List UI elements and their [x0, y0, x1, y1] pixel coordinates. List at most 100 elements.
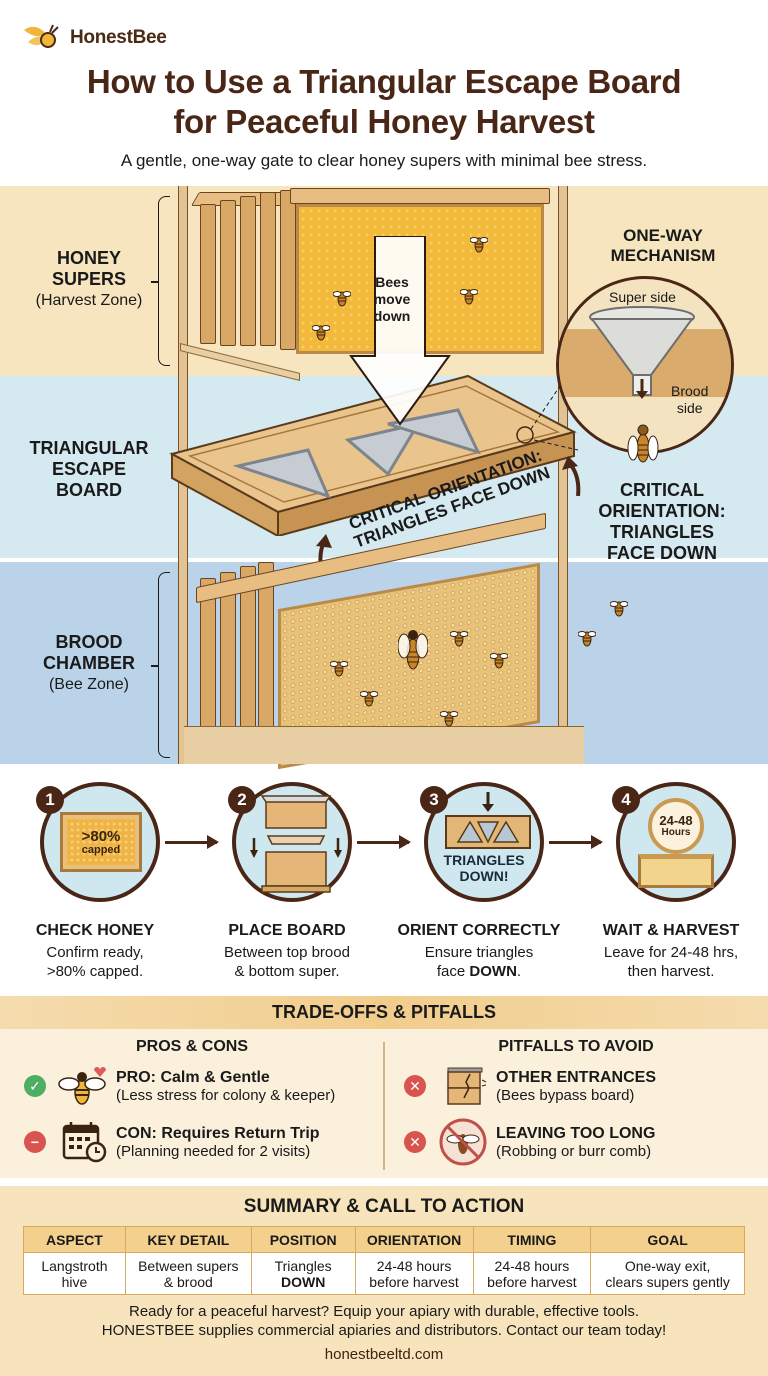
summary-section: SUMMARY & CALL TO ACTION ASPECT KEY DETA… [0, 1186, 768, 1376]
column-divider [383, 1042, 385, 1170]
summary-title: SUMMARY & CALL TO ACTION [243, 1196, 525, 1217]
down-arrow-icon [349, 236, 451, 426]
zone-label-line: BOARD [56, 480, 122, 500]
zone-label-line: ESCAPE [51, 459, 127, 479]
title-line-1: How to Use a Triangular Escape Board [86, 63, 682, 100]
brood-side-line: Brood [671, 383, 709, 399]
website-link[interactable]: honestbeeltd.com [324, 1346, 444, 1363]
brand-logo[interactable]: HonestBee [22, 22, 167, 54]
step-desc-line: face DOWN. [384, 962, 574, 981]
steps-section: >80% capped 1 CHECK HONEY Confirm ready,… [0, 772, 768, 992]
step-desc-line: then harvest. [627, 963, 715, 980]
critical-orientation-callout: CRITICAL ORIENTATION: TRIANGLES FACE DOW… [582, 480, 742, 564]
title-line-2: for Peaceful Honey Harvest [173, 103, 595, 140]
step-arrow-icon [549, 835, 603, 849]
step-description: Confirm ready, >80% capped. [0, 943, 190, 981]
desc-emphasis: DOWN [469, 963, 517, 980]
step-arrow-icon [357, 835, 411, 849]
cracked-hive-icon [438, 1064, 488, 1108]
summary-table: ASPECT KEY DETAIL POSITION ORIENTATION T… [23, 1226, 745, 1295]
queen-bee-icon [398, 630, 428, 670]
no-bee-icon [438, 1118, 488, 1166]
zone-label-honey-supers: HONEY SUPERS (Harvest Zone) [14, 248, 164, 311]
flying-bee-icon [578, 631, 596, 647]
step-arrow-icon [165, 835, 219, 849]
step-number-badge: 2 [228, 786, 256, 814]
con-item: − CON: Requires Return Trip (Planning ne… [24, 1120, 320, 1164]
pros-cons-title: PROS & CONS [135, 1038, 248, 1055]
icon-text: TRIANGLES [443, 852, 525, 868]
pitfall-text: LEAVING TOO LONG (Robbing or burr comb) [496, 1124, 655, 1161]
step-number-badge: 4 [612, 786, 640, 814]
cell-line: DOWN [280, 1273, 326, 1290]
frame-slat [220, 200, 236, 346]
page-title: How to Use a Triangular Escape Board for… [0, 62, 768, 142]
tradeoffs-header: TRADE-OFFS & PITFALLS [0, 996, 768, 1029]
critical-line: TRIANGLES [609, 522, 714, 542]
pitfalls-title: PITFALLS TO AVOID [498, 1038, 654, 1055]
step-desc-line: Between top brood [224, 944, 350, 961]
frame-slat [280, 190, 296, 350]
cell-line: 24-48 hours [376, 1257, 452, 1274]
column-header: GOAL [590, 1226, 745, 1253]
x-icon: ✕ [404, 1131, 426, 1153]
column-header: ORIENTATION [354, 1226, 474, 1253]
minus-icon: − [24, 1131, 46, 1153]
calendar-clock-icon [58, 1120, 108, 1164]
critical-line: ORIENTATION: [598, 501, 726, 521]
cell-line: clears supers gently [605, 1273, 730, 1290]
zone-label-brood-chamber: BROOD CHAMBER (Bee Zone) [14, 632, 164, 695]
critical-line: CRITICAL [620, 480, 704, 500]
happy-bee-icon [58, 1064, 108, 1108]
cell-line: Langstroth [41, 1257, 108, 1274]
table-cell: One-way exit,clears supers gently [590, 1252, 745, 1295]
super-side-label: Super side [609, 289, 676, 305]
bee-icon [450, 631, 468, 647]
arrow-label-line: Bees [375, 274, 409, 290]
curved-arrow-icon [562, 456, 581, 496]
x-icon: ✕ [404, 1075, 426, 1097]
step-icon-circle: >80% capped [40, 782, 160, 902]
table-header-row: ASPECT KEY DETAIL POSITION ORIENTATION T… [23, 1226, 745, 1253]
brood-side-line: side [676, 400, 703, 416]
cell-line: before harvest [369, 1273, 459, 1290]
column-header: POSITION [250, 1226, 356, 1253]
zone-label-line: TRIANGULAR [29, 438, 149, 458]
icon-text: 24-48 [659, 813, 693, 828]
hive-diagram: Bees move down CRITICAL ORIENTATION: TRI… [0, 186, 768, 770]
call-to-action: Ready for a peaceful harvest? Equip your… [0, 1302, 768, 1340]
table-cell: Between supers& brood [124, 1252, 252, 1295]
honeycomb [296, 204, 544, 354]
hive-base [184, 726, 584, 764]
funnel-icon [589, 306, 695, 399]
check-icon: ✓ [24, 1075, 46, 1097]
pro-text: PRO: Calm & Gentle (Less stress for colo… [116, 1068, 335, 1105]
cell-line: hive [61, 1273, 88, 1290]
step-title: CHECK HONEY [35, 922, 155, 939]
bee-icon [333, 291, 351, 307]
pro-item: ✓ PRO: Calm & Gentle (Less stress for co… [24, 1064, 335, 1108]
step-desc-line: Confirm ready, [46, 944, 144, 961]
pitfall-heading: LEAVING TOO LONG [496, 1124, 656, 1142]
desc-text: . [516, 963, 522, 980]
icon-text: DOWN! [459, 868, 509, 884]
cell-line: Triangles [274, 1257, 332, 1274]
icon-text: >80% [81, 827, 121, 845]
flying-bee-icon [610, 601, 628, 617]
bee-exiting-icon [627, 424, 659, 463]
zone-label-escape-board: TRIANGULAR ESCAPE BOARD [14, 438, 164, 501]
escape-board [169, 374, 579, 536]
zone-label-line: BROOD [55, 632, 123, 652]
brace-honey [151, 196, 170, 366]
hive-post-right [558, 186, 568, 764]
step-desc-line: Ensure triangles [424, 944, 534, 961]
bee-icon [312, 325, 330, 341]
zone-label-line: SUPERS [51, 269, 127, 289]
mechanism-title: ONE-WAY MECHANISM [578, 226, 748, 266]
step-desc-line: Leave for 24-48 hrs, [603, 944, 739, 961]
cell-line: 24-48 hours [494, 1257, 570, 1274]
